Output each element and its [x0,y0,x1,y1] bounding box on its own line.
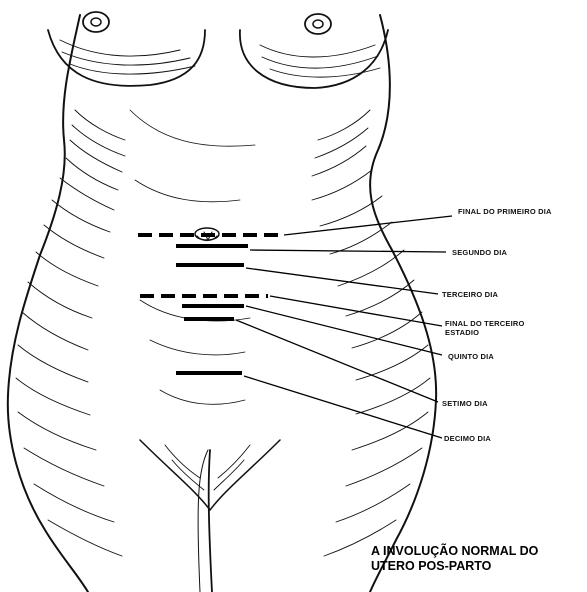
leader-line-quinto-dia [246,306,442,355]
leader-line-segundo-dia [250,250,446,252]
label-terceiro-dia: TERCEIRO DIA [442,290,498,299]
label-final-terceiro-line2: ESTADIO [445,328,479,337]
leader-line-primeiro-dia [284,216,452,235]
label-segundo-dia: SEGUNDO DIA [452,248,507,257]
diagram-title: A INVOLUÇÃO NORMAL DO UTERO POS-PARTO [371,544,581,574]
right-nipple-icon [305,14,331,34]
left-nipple-icon [83,12,109,32]
label-final-primeiro-dia: FINAL DO PRIMEIRO DIA [458,207,552,216]
inner-thigh-line [209,450,212,592]
label-setimo-dia: SETIMO DIA [442,399,488,408]
label-final-terceiro-estadio: FINAL DO TERCEIRO ESTADIO [445,319,525,337]
right-breast-outline [240,30,388,88]
leader-line-terceiro-dia [246,268,438,294]
left-torso-outline [8,15,88,592]
diagram-title-line2: UTERO POS-PARTO [371,559,581,574]
diagram-title-line1: A INVOLUÇÃO NORMAL DO [371,544,581,559]
label-decimo-dia: DECIMO DIA [444,434,491,443]
inner-thigh-line [198,450,208,592]
label-quinto-dia: QUINTO DIA [448,352,494,361]
label-final-terceiro-line1: FINAL DO TERCEIRO [445,319,525,328]
leader-line-setimo-dia [236,320,438,402]
leader-line-decimo-dia [244,376,442,438]
right-torso-outline [370,15,436,592]
